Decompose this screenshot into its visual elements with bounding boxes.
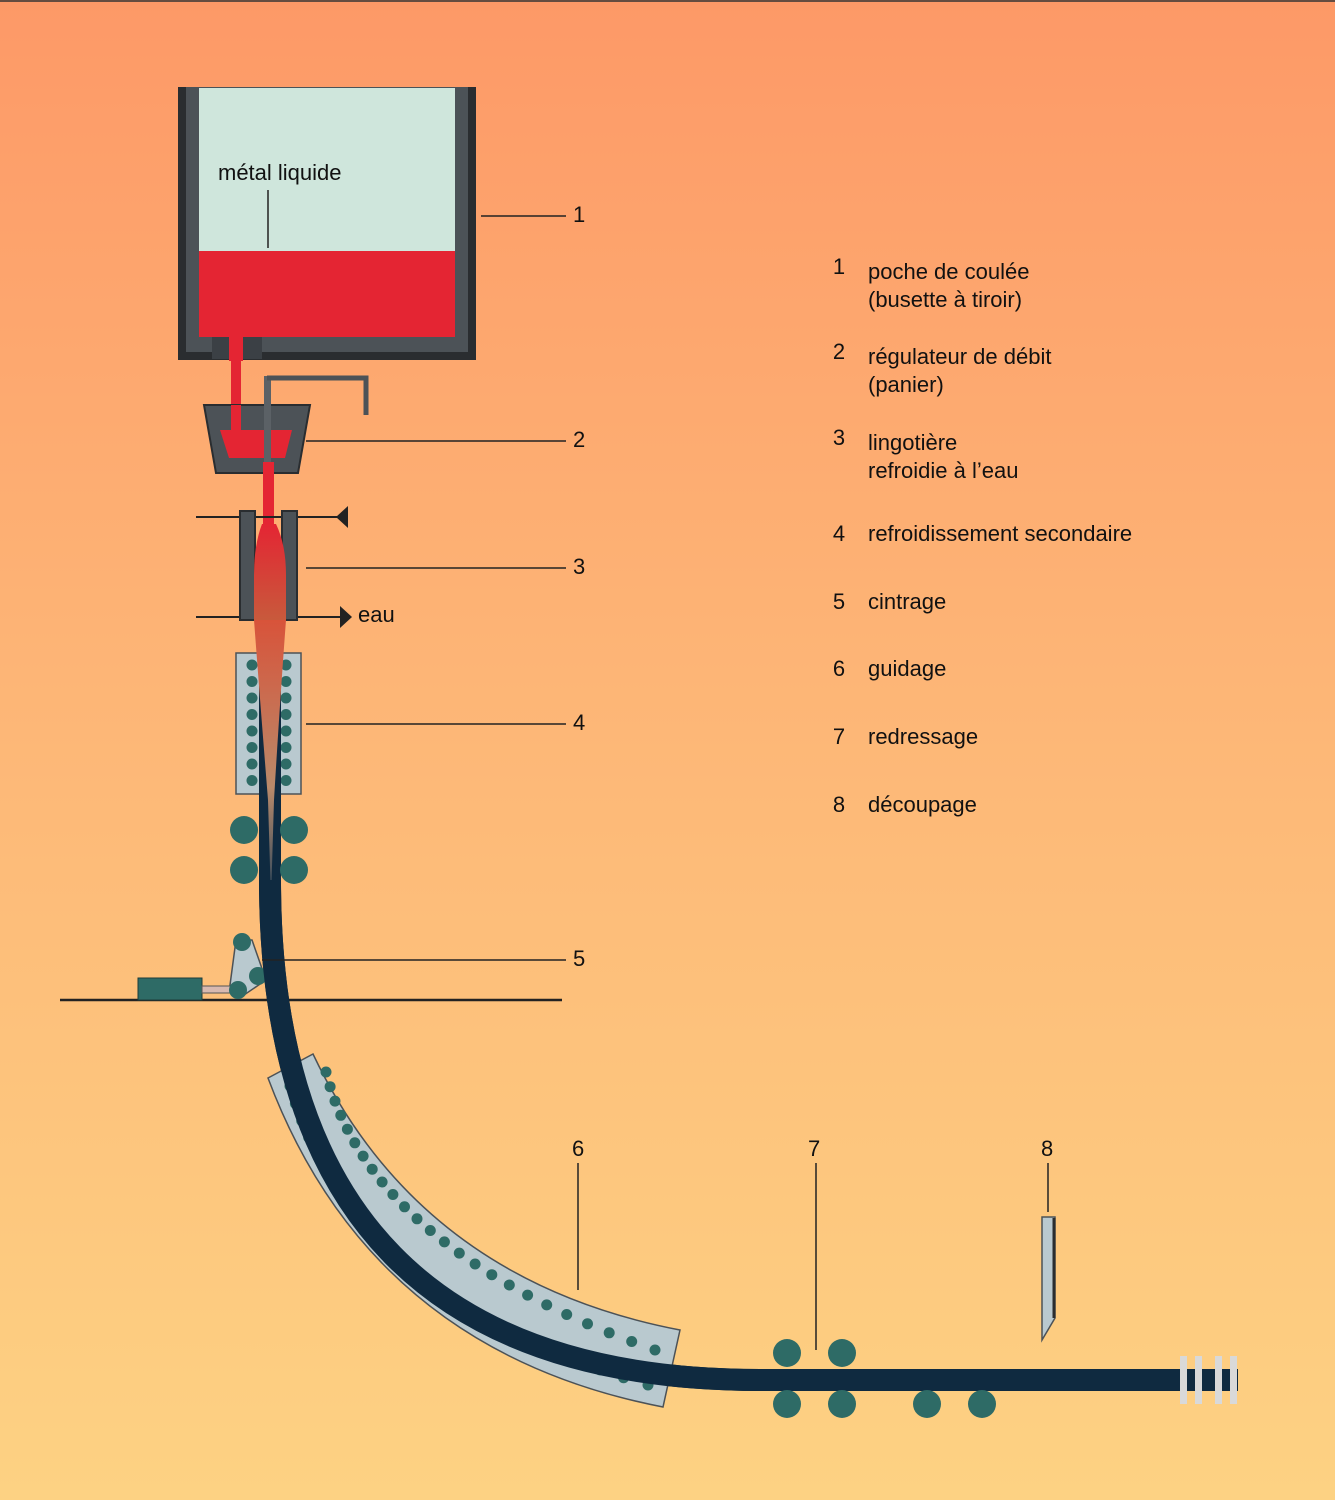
guide-roller [438,1236,450,1248]
legend-num: 3 [832,425,846,450]
guide-roller [522,1289,534,1301]
legend-line1: lingotière [868,430,958,455]
guide-roller [424,1225,436,1236]
cooling-roller [280,725,292,737]
legend-line1: cintrage [868,589,947,614]
guide-roller [453,1247,465,1259]
cooling-roller [246,758,258,770]
callout-7: 7 [808,1136,820,1161]
guide-roller [366,1163,378,1175]
legend-num: 1 [832,254,846,279]
legend-line1: régulateur de débit [868,344,1052,369]
legend-num: 2 [832,339,846,364]
guide-roller [541,1299,553,1311]
legend-line1: poche de coulée [868,259,1030,284]
legend-num: 6 [832,656,846,681]
legend-line1: refroidissement secondaire [868,521,1133,546]
guide-roller [357,1150,369,1162]
guide-roller [329,1095,341,1107]
cooling-roller [246,692,258,704]
callout-4: 4 [573,710,585,735]
leader-lines [262,190,1049,1350]
legend-num: 4 [832,521,846,546]
cooling-roller [246,676,258,687]
callout-1: 1 [573,202,585,227]
cooling-roller [280,775,292,786]
legend-line1: guidage [868,656,947,681]
steel-strand-arc [259,879,761,1391]
cooling-roller [246,659,258,671]
cooling-roller [280,709,292,720]
guide-roller [324,1081,336,1093]
legend-num: 8 [832,792,846,817]
liquid-core [254,620,286,900]
guide-roller [486,1269,498,1281]
guide-roller [349,1137,361,1149]
guide-roller [649,1344,661,1356]
mold [196,506,352,628]
guide-roller [603,1327,615,1339]
guide-roller [387,1189,399,1200]
cooling-roller [246,742,258,753]
cooling-roller [246,775,258,786]
callout-2: 2 [573,427,585,452]
pinch-rollers [230,816,308,884]
guide-roller [399,1201,410,1213]
guide-roller [626,1336,638,1347]
cut-marks [1180,1356,1237,1404]
callout-5: 5 [573,946,585,971]
pour-stream-ladle [231,355,241,415]
guide-roller [561,1309,573,1320]
molten-metal-pool [199,251,455,337]
guide-roller [320,1066,332,1078]
legend-line1: redressage [868,724,979,749]
ladle-air-space [199,88,455,251]
guide-roller [469,1258,481,1270]
legend-num: 5 [832,589,846,614]
cooling-roller [280,676,292,687]
legend-num: 7 [832,724,846,749]
legend-line2: refroidie à l’eau [868,458,1019,483]
ladle [178,87,476,361]
straightening-rollers [773,1339,996,1418]
callout-3: 3 [573,554,585,579]
guide-roller [341,1123,353,1135]
callout-8: 8 [1041,1136,1053,1161]
guide-roller [582,1318,593,1330]
metal-label: métal liquide [218,160,342,185]
guide-segment [267,1052,681,1408]
callout-6: 6 [572,1136,584,1161]
cooling-roller [280,692,292,704]
cooling-roller [246,709,258,720]
pour-stream-tundish [263,462,274,524]
cooling-roller [246,725,258,737]
guide-roller [503,1279,515,1291]
cooling-roller [280,742,292,753]
legend-line1: découpage [868,792,977,817]
cooling-roller [280,758,292,770]
guide-roller [411,1213,423,1225]
tundish [202,375,369,474]
water-label: eau [358,602,395,627]
guide-roller [376,1176,388,1188]
secondary-cooling-rollers [246,659,292,786]
bending-unit [60,933,562,1002]
guide-roller [335,1109,347,1121]
legend-line2: (panier) [868,372,944,397]
legend-line2: (busette à tiroir) [868,287,1023,312]
cooling-roller [280,659,292,671]
